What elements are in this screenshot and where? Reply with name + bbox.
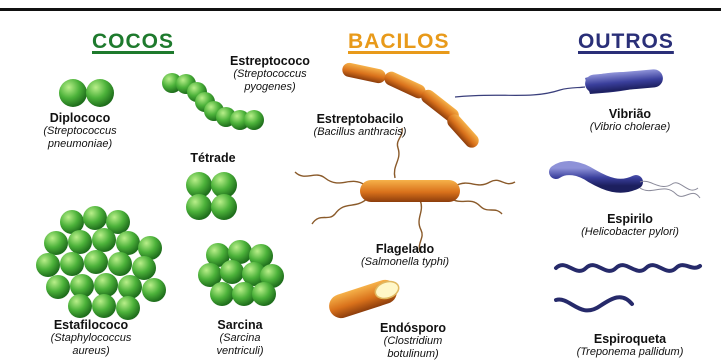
label-flagelado: Flagelado (Salmonella typhi) [345,243,465,269]
endosporo-illustration [326,277,401,321]
label-endosporo: Endósporo (Clostridium botulinum) [365,322,461,361]
label-name: Diplococo [20,112,140,125]
label-species: (Staphylococcus aureus) [30,332,152,358]
label-diplococo: Diplococo (Streptococcus pneumoniae) [20,112,140,151]
label-name: Endósporo [365,322,461,335]
label-species: (Treponema pallidum) [550,346,710,359]
label-espirilo: Espirilo (Helicobacter pylori) [555,213,705,239]
label-name: Estreptobacilo [295,113,425,126]
label-name: Espiroqueta [550,333,710,346]
label-estreptococo: Estreptococo (Streptococcus pyogenes) [215,55,325,94]
label-species: (Helicobacter pylori) [555,226,705,239]
flagelado-illustration [295,128,515,252]
label-sarcina: Sarcina (Sarcina ventriculi) [195,319,285,358]
label-estafilococo: Estafilococo (Staphylococcus aureus) [30,319,152,358]
label-name: Estafilococo [30,319,152,332]
label-species: (Salmonella typhi) [345,256,465,269]
label-espiroqueta: Espiroqueta (Treponema pallidum) [550,333,710,359]
tetrade-illustration [186,172,237,220]
espiroqueta-illustration [556,265,700,310]
label-species: (Clostridium botulinum) [365,335,461,361]
label-tetrade: Tétrade [178,152,248,165]
estafilococo-illustration [36,206,166,320]
label-name: Espirilo [555,213,705,226]
espirilo-illustration [556,168,700,198]
label-species: (Sarcina ventriculi) [195,332,285,358]
label-species: (Streptococcus pyogenes) [215,68,325,94]
label-species: (Vibrio cholerae) [570,121,690,134]
label-name: Sarcina [195,319,285,332]
sarcina-illustration [198,240,284,306]
label-name: Vibrião [570,108,690,121]
diplococo-illustration [59,79,114,107]
label-species: (Streptococcus pneumoniae) [20,125,140,151]
vibriao-illustration [455,69,664,97]
label-estreptobacilo: Estreptobacilo (Bacillus anthracis) [295,113,425,139]
label-vibriao: Vibrião (Vibrio cholerae) [570,108,690,134]
label-species: (Bacillus anthracis) [295,126,425,139]
label-name: Estreptococo [215,55,325,68]
label-name: Tétrade [178,152,248,165]
label-name: Flagelado [345,243,465,256]
